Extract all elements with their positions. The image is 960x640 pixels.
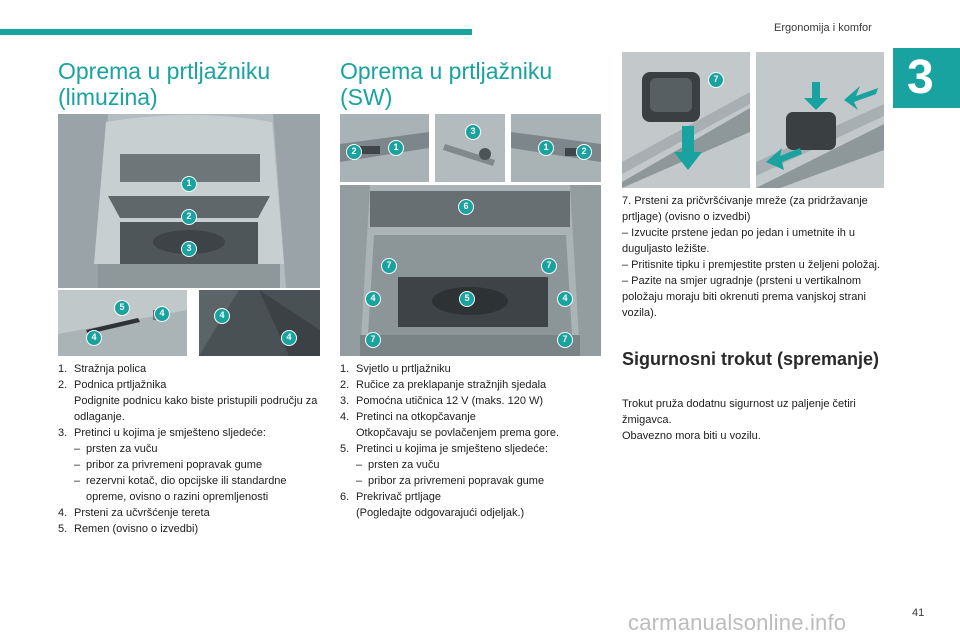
callout-sw-6: 6 [458, 199, 474, 215]
callout-sw-7a: 7 [381, 258, 397, 274]
callout-sedan-left-4a: 4 [154, 306, 170, 322]
callout-sedan-right-4b: 4 [281, 330, 297, 346]
net-ring-instructions: 7. Prsteni za pričvršćivanje mreže (za p… [622, 193, 887, 321]
callout-sedan-2: 2 [181, 209, 197, 225]
callout-sedan-left-4b: 4 [86, 330, 102, 346]
list-item: 5.Remen (ovisno o izvedbi) [58, 523, 199, 535]
warning-triangle-title: Sigurnosni trokut (spremanje) [622, 349, 880, 369]
list-item-dash: –prsten za vuču [356, 459, 440, 471]
callout-sedan-1: 1 [181, 176, 197, 192]
instruction-line: – Izvucite prstene jedan po jedan i umet… [622, 227, 855, 255]
list-item-detail: (Pogledajte odgovarajući odjeljak.) [356, 507, 525, 519]
list-item: 5.Pretinci u kojima je smješteno sljedeć… [340, 443, 548, 455]
callout-sedan-left-5: 5 [114, 300, 130, 316]
net-ring-image-right [756, 52, 884, 188]
header-accent-bar [0, 29, 472, 35]
list-item-dash: –pribor za privremeni popravak gume [74, 459, 263, 471]
list-item-detail: Podignite podnicu kako biste pristupili … [74, 395, 318, 423]
callout-sedan-right-4a: 4 [214, 308, 230, 324]
list-item: 4.Prsteni za učvršćenje tereta [58, 507, 210, 519]
instruction-line: – Pritisnite tipku i premjestite prsten … [622, 259, 881, 271]
callout-sw-thumb2-3: 3 [465, 124, 481, 140]
section-header: Ergonomija i komfor [774, 22, 872, 34]
warning-triangle-text: Trokut pruža dodatnu sigurnost uz paljen… [622, 398, 856, 442]
list-item-detail: Otkopčavaju se povlačenjem prema gore. [356, 427, 559, 439]
callout-sw-7b: 7 [541, 258, 557, 274]
list-item: 2.Podnica prtljažnika [58, 379, 167, 391]
title-sw: Oprema u prtljažniku (SW) [340, 58, 553, 110]
sedan-equipment-list: 1.Stražnja polica 2.Podnica prtljažnika … [58, 361, 323, 537]
callout-sedan-3: 3 [181, 241, 197, 257]
callout-sw-4b: 4 [557, 291, 573, 307]
list-item: 3.Pomoćna utičnica 12 V (maks. 120 W) [340, 395, 544, 407]
list-item: 1.Stražnja polica [58, 363, 147, 375]
callout-sw-7c: 7 [365, 332, 381, 348]
callout-net-7: 7 [708, 72, 724, 88]
callout-sw-5: 5 [459, 291, 475, 307]
net-ring-image-left [622, 52, 750, 188]
sedan-trunk-image [58, 114, 320, 288]
title-sedan: Oprema u prtljažniku (limuzina) [58, 58, 271, 110]
chapter-tab: 3 [893, 48, 960, 108]
list-item-dash: –rezervni kotač, dio opcijske ili standa… [74, 475, 287, 503]
page-number: 41 [912, 607, 925, 619]
list-item: 4.Pretinci na otkopčavanje [340, 411, 476, 423]
list-item: 2.Ručice za preklapanje stražnjih sjedal… [340, 379, 547, 391]
list-item: 1.Svjetlo u prtljažniku [340, 363, 451, 375]
callout-sw-thumb3-1: 1 [538, 140, 554, 156]
callout-sw-thumb1-1: 1 [388, 140, 404, 156]
instruction-line: 7. Prsteni za pričvršćivanje mreže (za p… [622, 195, 868, 223]
list-item: 6.Prekrivač prtljage [340, 491, 441, 503]
chapter-number: 3 [907, 51, 934, 104]
callout-sw-thumb3-2: 2 [576, 144, 592, 160]
callout-sw-4a: 4 [365, 291, 381, 307]
sw-equipment-list: 1.Svjetlo u prtljažniku 2.Ručice za prek… [340, 361, 610, 521]
instruction-line: – Pazite na smjer ugradnje (prsteni u ve… [622, 275, 866, 319]
list-item-dash: –pribor za privremeni popravak gume [356, 475, 545, 487]
callout-sw-thumb1-2: 2 [346, 144, 362, 160]
list-item-dash: –prsten za vuču [74, 443, 158, 455]
watermark: carmanualsonline.info [628, 610, 847, 635]
callout-sw-7d: 7 [557, 332, 573, 348]
list-item: 3.Pretinci u kojima je smješteno sljedeć… [58, 427, 266, 439]
